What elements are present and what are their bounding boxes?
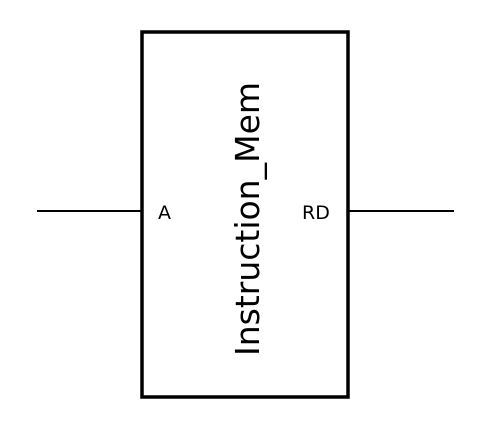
block-title: Instruction_Mem [228, 82, 267, 356]
port-label-rd: RD [302, 202, 330, 224]
instruction-memory-block [140, 30, 350, 399]
port-label-a: A [158, 202, 171, 224]
